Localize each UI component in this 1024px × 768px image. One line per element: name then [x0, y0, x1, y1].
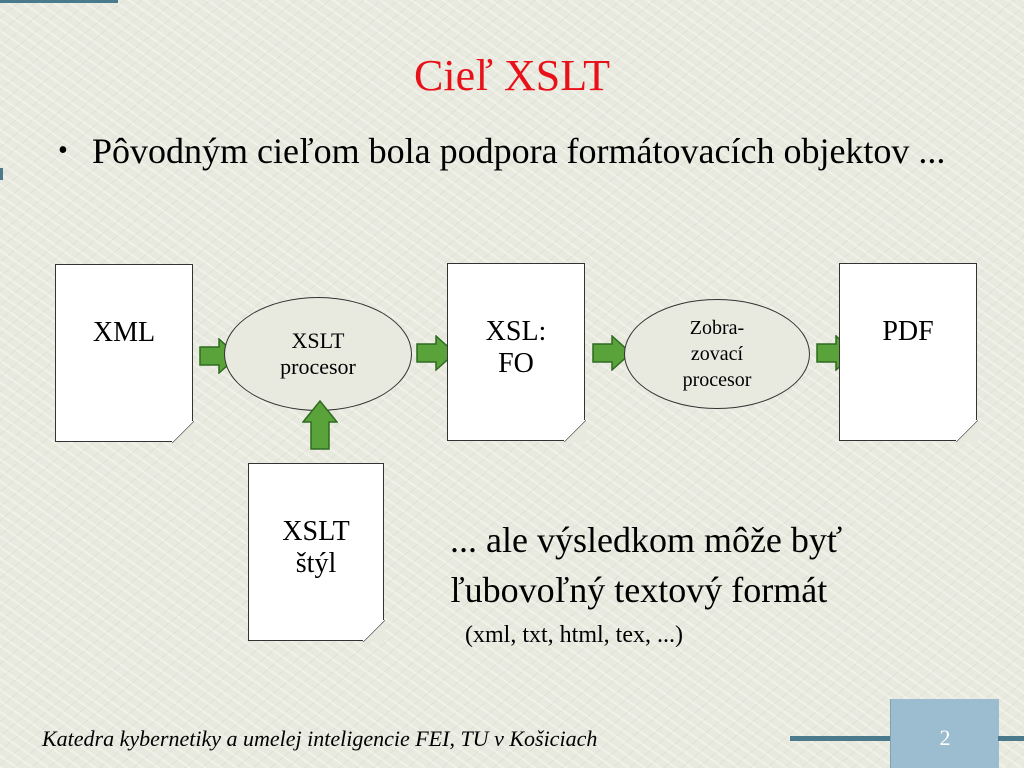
footer-divider-right — [998, 736, 1024, 741]
pdf-document: PDF — [839, 263, 978, 442]
xml-document: XML — [55, 264, 194, 443]
result-line-1: ... ale výsledkom môže byť — [450, 520, 843, 560]
display-processor-label: Zobra- zovací procesor — [682, 317, 752, 391]
top-left-accent — [0, 0, 118, 3]
xslt-processor-ellipse: XSLT procesor — [224, 297, 412, 411]
xml-document-label: XML — [92, 317, 156, 348]
page-number: 2 — [939, 725, 951, 750]
xslt-style-document: XSLT štýl — [248, 463, 385, 642]
result-text: ... ale výsledkom môže byť ľubovoľný tex… — [450, 515, 842, 615]
result-line-2: ľubovoľný textový formát — [450, 570, 828, 610]
format-examples: (xml, txt, html, tex, ...) — [465, 622, 683, 648]
xslt-processor-label: XSLT procesor — [280, 328, 356, 379]
page-number-box: 2 — [890, 699, 999, 768]
xslt-style-document-label: XSLT štýl — [282, 516, 350, 579]
side-accent — [0, 168, 3, 180]
page-fold — [956, 420, 978, 442]
footer-institution: Katedra kybernetiky a umelej inteligenci… — [42, 726, 598, 751]
slide-title: Cieľ XSLT — [414, 51, 610, 100]
up-arrow-icon — [302, 400, 338, 450]
bullet-symbol: • — [58, 135, 68, 166]
page-fold — [564, 420, 586, 442]
bullet-text: Pôvodným cieľom bola podpora formátovací… — [92, 131, 946, 171]
footer-divider — [790, 736, 890, 741]
right-arrow-icon — [416, 335, 456, 371]
pdf-document-label: PDF — [882, 316, 934, 347]
display-processor-ellipse: Zobra- zovací procesor — [624, 299, 810, 409]
xslfo-document-label: XSL: FO — [485, 316, 547, 379]
page-fold — [172, 421, 194, 443]
page-fold — [363, 620, 385, 642]
right-arrow-icon — [592, 335, 632, 371]
xslfo-document: XSL: FO — [447, 263, 586, 442]
